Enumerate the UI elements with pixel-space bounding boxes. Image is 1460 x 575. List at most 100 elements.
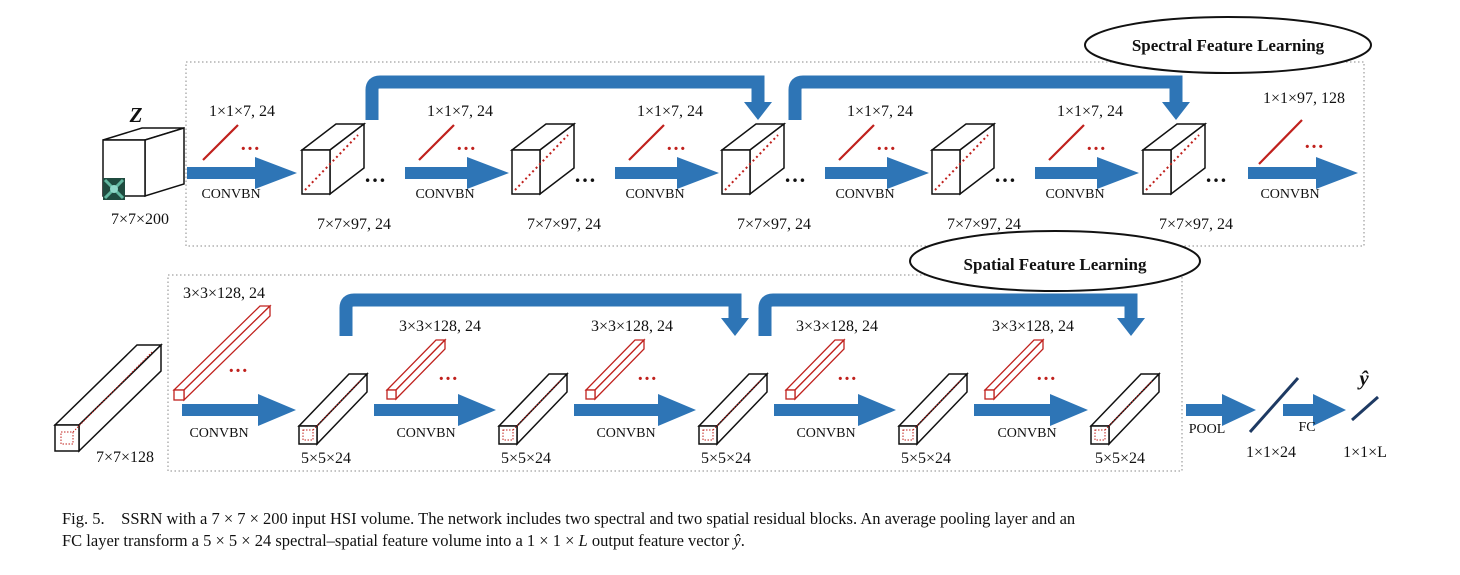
svg-text:…: …	[1036, 363, 1056, 385]
spectral-op-label-2: CONVBN	[415, 187, 474, 202]
spatial-feature-size-3: 5×5×24	[701, 450, 751, 467]
figure-caption: Fig. 5. SSRN with a 7 × 7 × 200 input HS…	[62, 508, 1402, 552]
spatial-kernel-icon-3: …	[584, 338, 657, 401]
spectral-kernel-label-1: 1×1×7, 24	[209, 103, 275, 120]
spectral-feature-size-1: 7×7×97, 24	[317, 216, 391, 233]
svg-text:…: …	[1304, 131, 1324, 153]
spatial-conv-arrow-3	[574, 394, 696, 426]
fc-label: FC	[1298, 420, 1315, 435]
spatial-feature-cube-1	[297, 372, 369, 446]
spectral-kernel-icon-3: …	[628, 124, 686, 161]
spectral-feature-cube-2	[509, 122, 577, 196]
spectral-feature-size-3: 7×7×97, 24	[737, 216, 811, 233]
spectral-skip-arrow-1	[365, 75, 772, 120]
spectral-title-ellipse	[1084, 16, 1372, 74]
spectral-feature-size-5: 7×7×97, 24	[1159, 216, 1233, 233]
spectral-ellipsis-2: …	[574, 162, 596, 187]
spectral-op-label-1: CONVBN	[201, 187, 260, 202]
spatial-skip-arrow-2	[758, 293, 1145, 336]
caption-line-2-end: .	[740, 531, 745, 550]
spectral-kernel-label-6: 1×1×97, 128	[1263, 90, 1345, 107]
spatial-kernel-label-5: 3×3×128, 24	[992, 318, 1074, 335]
spatial-conv-arrow-5	[974, 394, 1088, 426]
spectral-feature-size-4: 7×7×97, 24	[947, 216, 1021, 233]
spectral-title-group: Spectral Feature Learning	[1084, 16, 1372, 74]
spatial-input-size: 7×7×128	[96, 449, 154, 466]
spectral-feature-cube-3	[719, 122, 787, 196]
spatial-conv-arrow-1	[182, 394, 296, 426]
caption-line-2-a: FC layer transform a 5 × 5 × 24 spectral…	[62, 531, 579, 550]
svg-text:…: …	[228, 355, 248, 377]
pool-label: POOL	[1189, 422, 1226, 437]
spectral-op-label-3: CONVBN	[625, 187, 684, 202]
spatial-kernel-label-1: 3×3×128, 24	[183, 285, 265, 302]
spatial-op-label-2: CONVBN	[396, 426, 455, 441]
spectral-kernel-label-4: 1×1×7, 24	[847, 103, 913, 120]
output-size-label: 1×1×L	[1343, 444, 1387, 461]
input-size-label: 7×7×200	[111, 211, 169, 228]
spectral-conv-arrow-4	[825, 157, 929, 189]
spectral-op-label-5: CONVBN	[1045, 187, 1104, 202]
spatial-kernel-icon-2: …	[385, 338, 458, 401]
spectral-conv-arrow-1	[187, 157, 297, 189]
spectral-kernel-icon-5: …	[1048, 124, 1106, 161]
spatial-feature-cube-3	[697, 372, 769, 446]
spatial-op-label-4: CONVBN	[796, 426, 855, 441]
spatial-op-label-1: CONVBN	[189, 426, 248, 441]
spectral-ellipsis-4: …	[994, 162, 1016, 187]
spatial-feature-size-5: 5×5×24	[1095, 450, 1145, 467]
caption-line-2-y: ŷ	[733, 531, 741, 550]
svg-text:…: …	[876, 133, 896, 155]
ssrn-diagram: Spectral Feature Learning Spatial Featur…	[53, 16, 1387, 472]
spatial-feature-size-4: 5×5×24	[901, 450, 951, 467]
spectral-block-frame	[185, 61, 1365, 247]
spectral-op-label-4: CONVBN	[835, 187, 894, 202]
spatial-title: Spatial Feature Learning	[964, 255, 1147, 274]
spatial-input-cube	[53, 343, 163, 453]
spatial-op-label-3: CONVBN	[596, 426, 655, 441]
svg-text:…: …	[837, 363, 857, 385]
caption-line-2-L: L	[578, 531, 588, 550]
spectral-feature-cube-1	[299, 122, 367, 196]
pool-arrow	[1186, 394, 1256, 426]
spatial-feature-cube-5	[1089, 372, 1161, 446]
spectral-feature-size-2: 7×7×97, 24	[527, 216, 601, 233]
fc-arrow	[1283, 394, 1346, 426]
spectral-kernel-icon-6: …	[1258, 119, 1324, 165]
caption-line-1: Fig. 5. SSRN with a 7 × 7 × 200 input HS…	[62, 508, 1402, 530]
spatial-feature-size-2: 5×5×24	[501, 450, 551, 467]
spatial-op-label-5: CONVBN	[997, 426, 1056, 441]
spatial-kernel-icon-1: …	[172, 304, 272, 402]
spectral-ellipsis-5: …	[1205, 162, 1227, 187]
spatial-title-ellipse	[909, 230, 1201, 292]
spectral-kernel-icon-2: …	[418, 124, 476, 161]
spatial-skip-arrow-1	[339, 293, 749, 336]
spatial-conv-arrow-4	[774, 394, 896, 426]
spectral-ellipsis-1: …	[364, 162, 386, 187]
spatial-conv-arrow-2	[374, 394, 496, 426]
input-symbol-z: Z	[129, 103, 143, 127]
caption-line-1-text: SSRN with a 7 × 7 × 200 input HSI volume…	[121, 509, 1076, 528]
spectral-kernel-label-3: 1×1×7, 24	[637, 103, 703, 120]
spectral-feature-cube-5	[1140, 122, 1208, 196]
spectral-skip-arrow-2	[788, 75, 1190, 120]
caption-line-2-b: output feature vector	[587, 531, 734, 550]
svg-text:…: …	[1086, 133, 1106, 155]
pool-vector-icon	[1248, 377, 1300, 433]
spatial-feature-cube-2	[497, 372, 569, 446]
spatial-kernel-label-4: 3×3×128, 24	[796, 318, 878, 335]
caption-line-2: FC layer transform a 5 × 5 × 24 spectral…	[62, 530, 1402, 552]
spatial-kernel-label-2: 3×3×128, 24	[399, 318, 481, 335]
spectral-input-cube	[102, 126, 185, 200]
output-vector-icon	[1351, 395, 1379, 422]
spectral-conv-arrow-6	[1248, 157, 1358, 189]
spatial-kernel-icon-5: …	[983, 338, 1056, 401]
svg-text:…: …	[240, 133, 260, 155]
spatial-title-group: Spatial Feature Learning	[909, 230, 1201, 292]
spectral-ellipsis-3: …	[784, 162, 806, 187]
spatial-feature-cube-4	[897, 372, 969, 446]
spatial-block-frame	[167, 274, 1183, 472]
spectral-op-label-6: CONVBN	[1260, 187, 1319, 202]
spectral-kernel-icon-4: …	[838, 124, 896, 161]
svg-text:…: …	[456, 133, 476, 155]
